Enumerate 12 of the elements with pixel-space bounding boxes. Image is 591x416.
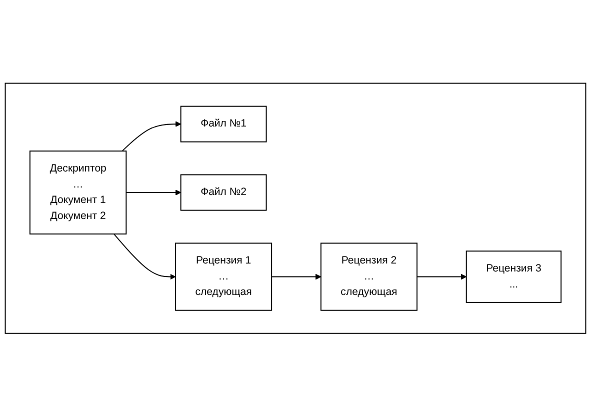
arrow	[126, 189, 182, 196]
arrow	[271, 274, 322, 280]
node-box: Файл №1	[180, 106, 267, 142]
node-box: Файл №2	[180, 174, 267, 210]
node-box: Рецензия 1 … следующая	[175, 242, 272, 310]
arrow	[113, 233, 176, 280]
arrow	[122, 120, 182, 152]
node-box: Рецензия 3 ...	[466, 250, 562, 303]
node-box: Дескриптор … Документ 1 Документ 2	[29, 150, 127, 234]
cluster	[4, 82, 586, 334]
node-box: Рецензия 2 … следующая	[320, 242, 418, 310]
arrow	[416, 274, 467, 280]
